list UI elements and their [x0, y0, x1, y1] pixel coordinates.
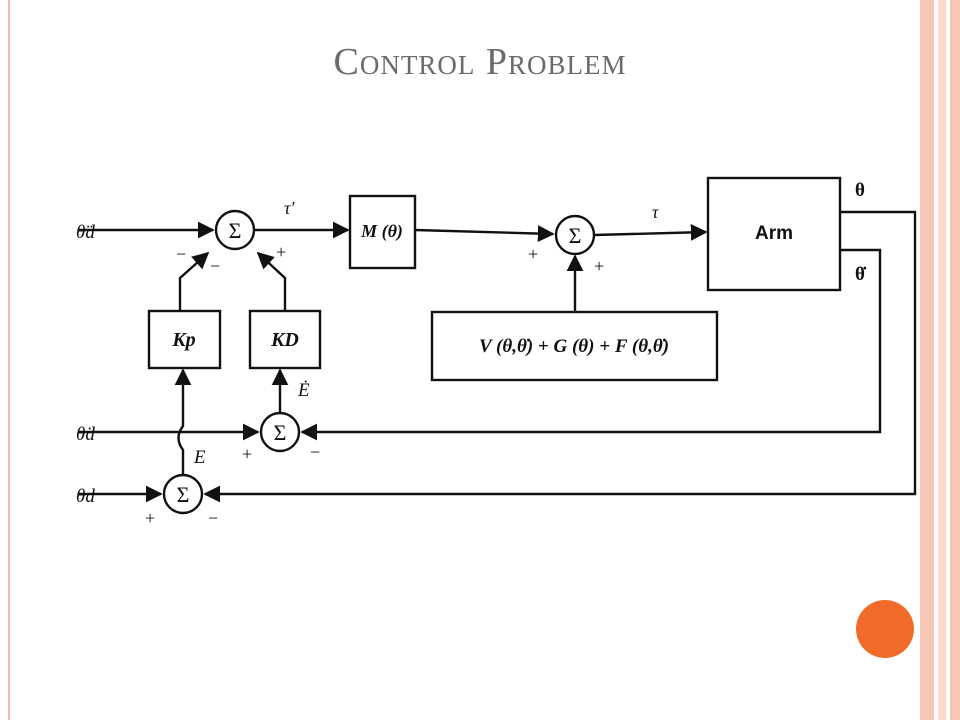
sum3-plus: +: [242, 444, 252, 464]
theta-dot-d-label: θ̇d: [76, 424, 95, 445]
theta-dot-output-label: θ̇: [855, 264, 867, 285]
sum-symbol-4: Σ: [177, 482, 190, 507]
sum1-plus: +: [276, 242, 286, 262]
error-label: E: [193, 447, 206, 468]
tau-prime-label: τ′: [284, 198, 295, 218]
sum3-minus: −: [310, 442, 320, 462]
theta-ddot-d-label: θ̈d: [76, 222, 95, 243]
block-diagram-svg: Σ Σ Σ Σ M (θ) Arm Kp KD V (θ,θ̇) + G (θ)…: [76, 176, 917, 528]
left-border-line: [8, 0, 10, 720]
theta-output-label: θ: [855, 180, 865, 201]
sum2-plus-right: +: [594, 256, 604, 276]
control-block-diagram: Σ Σ Σ Σ M (θ) Arm Kp KD V (θ,θ̇) + G (θ)…: [70, 168, 920, 538]
arm-block: [706, 176, 842, 292]
sum-symbol-1: Σ: [229, 218, 242, 243]
tau-label: τ: [652, 202, 659, 222]
kd-label: KD: [270, 329, 299, 351]
accent-circle: [856, 600, 914, 658]
right-stripe-outer: [920, 0, 934, 720]
sum1-minus-left: −: [176, 244, 186, 264]
sum-symbol-3: Σ: [274, 420, 287, 445]
sum4-minus: −: [208, 508, 218, 528]
arm-label: Arm: [755, 223, 793, 244]
right-stripe-inner: [938, 0, 946, 720]
page-title: Control Problem: [333, 41, 627, 83]
kp-label: Kp: [171, 329, 195, 351]
sum4-plus: +: [145, 508, 155, 528]
mass-matrix-label: M (θ): [360, 221, 403, 242]
sum-symbol-2: Σ: [569, 223, 582, 248]
dynamics-label: V (θ,θ̇) + G (θ) + F (θ,θ̇): [479, 336, 669, 357]
sum1-minus-lower: −: [210, 256, 220, 276]
kp-block: [147, 309, 222, 370]
mass-matrix-block: [348, 194, 417, 270]
error-dot-label: Ė: [297, 380, 310, 401]
right-stripe-edge: [950, 0, 960, 720]
sum2-plus-left: +: [528, 244, 538, 264]
theta-d-label: θd: [76, 486, 95, 507]
